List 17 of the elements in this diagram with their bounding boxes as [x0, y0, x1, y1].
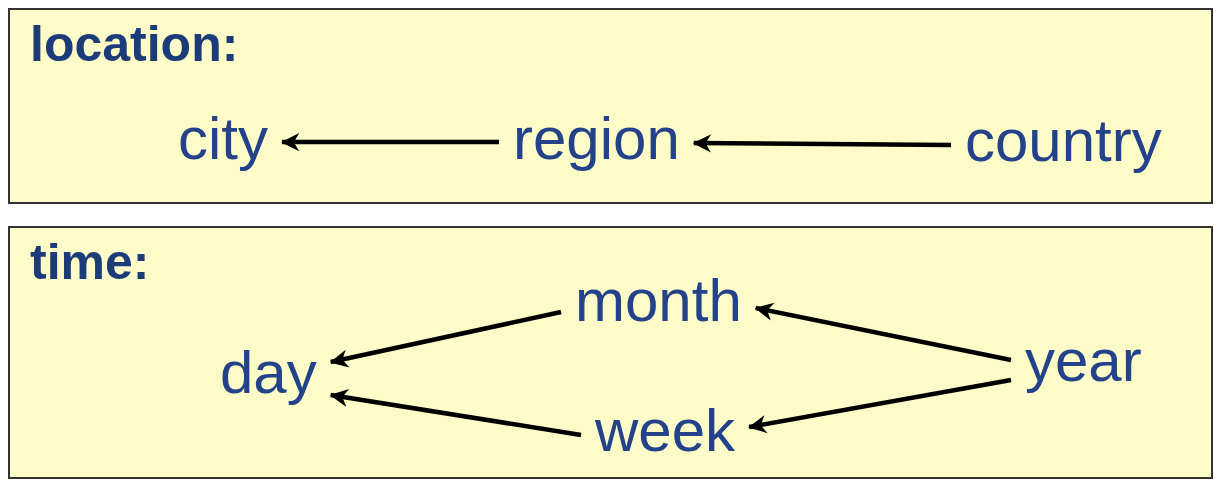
panel-heading: time:	[30, 233, 150, 292]
hierarchy-level: region	[499, 103, 694, 173]
hierarchy-level: year	[1011, 325, 1156, 395]
arrow	[748, 377, 1012, 434]
hierarchy-level: city	[164, 103, 282, 173]
arrow	[329, 309, 562, 368]
arrow	[329, 388, 582, 438]
panel	[8, 226, 1213, 479]
arrow	[692, 134, 951, 153]
panel	[8, 8, 1213, 204]
hierarchy-level: country	[951, 105, 1176, 175]
hierarchy-level: week	[581, 395, 750, 465]
arrow	[281, 133, 499, 152]
hierarchy-level: day	[206, 337, 331, 407]
arrow	[754, 302, 1012, 363]
hierarchy-level: month	[561, 265, 756, 335]
panel-heading: location:	[30, 15, 239, 74]
